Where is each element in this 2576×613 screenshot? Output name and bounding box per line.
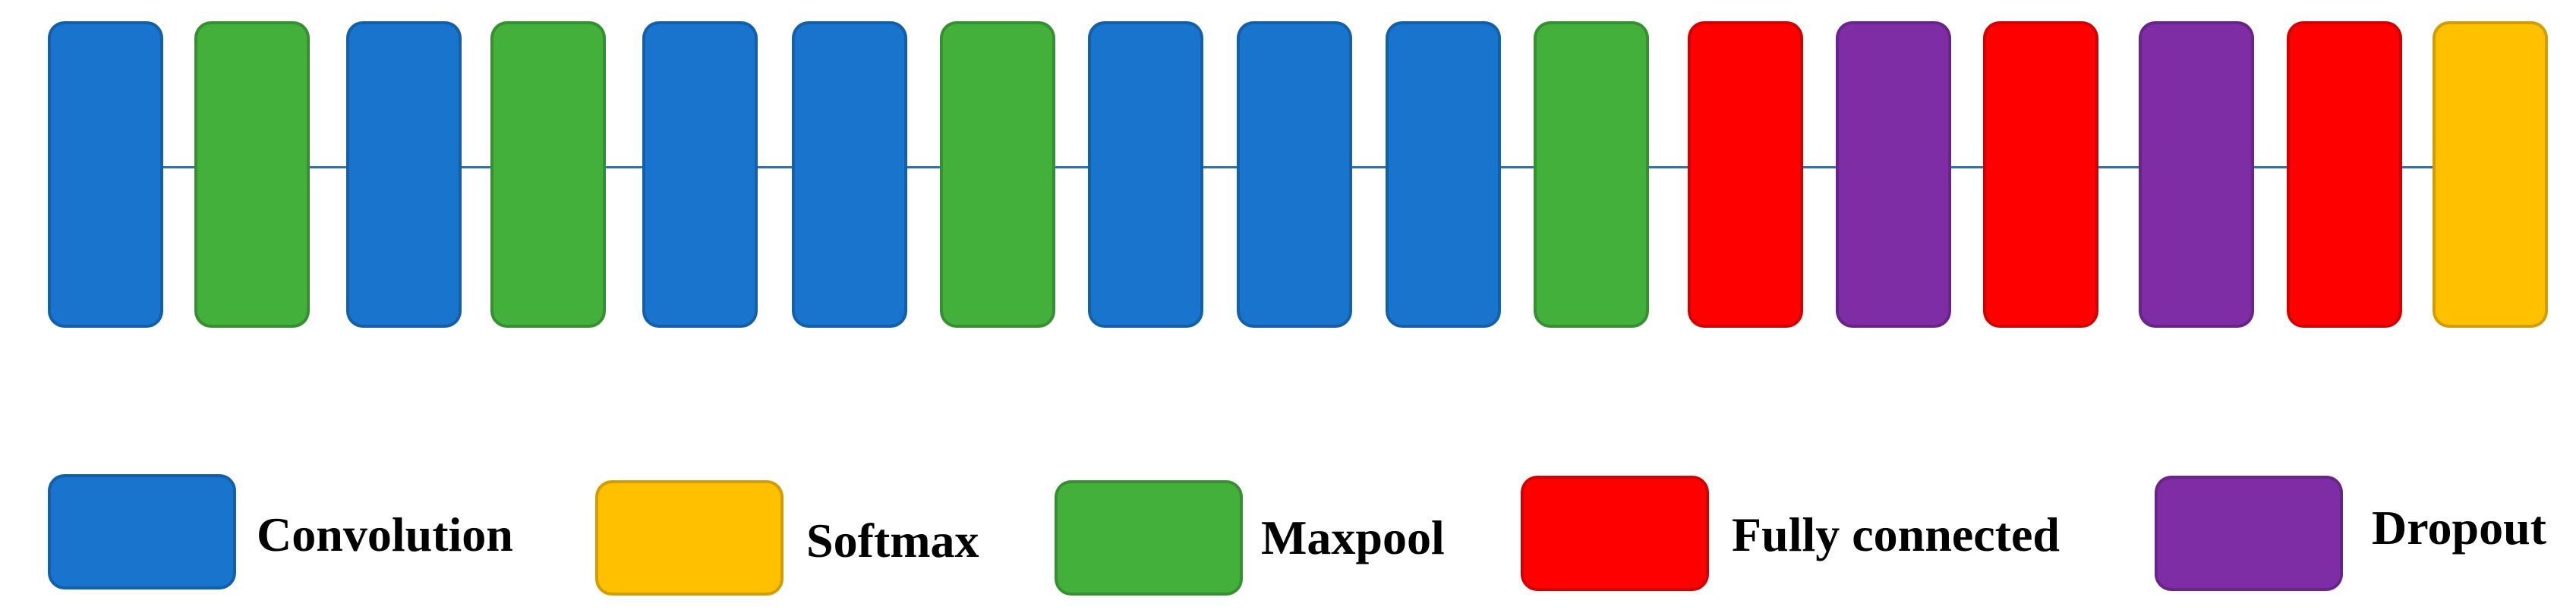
layer-block-maxpool xyxy=(490,21,606,328)
legend-swatch-maxpool xyxy=(1055,480,1243,596)
legend-label-softmax: Softmax xyxy=(806,514,979,567)
legend-swatch-dropout xyxy=(2155,476,2343,591)
layer-block-maxpool xyxy=(1534,21,1649,328)
legend-label-maxpool: Maxpool xyxy=(1261,511,1445,564)
legend-swatch-fully-connected xyxy=(1521,476,1709,591)
layer-block-convolution xyxy=(1088,21,1203,328)
layer-block-maxpool xyxy=(940,21,1055,328)
layer-block-dropout xyxy=(2139,21,2254,328)
layer-block-fully-connected xyxy=(1688,21,1803,328)
layer-block-softmax xyxy=(2433,21,2548,328)
layer-block-convolution xyxy=(48,21,163,328)
legend-label-convolution: Convolution xyxy=(257,508,513,561)
layer-block-convolution xyxy=(792,21,907,328)
layer-block-fully-connected xyxy=(1983,21,2098,328)
layer-block-convolution xyxy=(1386,21,1501,328)
layer-block-fully-connected xyxy=(2287,21,2402,328)
layer-block-convolution xyxy=(346,21,462,328)
layer-block-maxpool xyxy=(194,21,310,328)
legend-label-dropout: Dropout xyxy=(2372,501,2546,555)
legend-label-fully-connected: Fully connected xyxy=(1732,508,2060,561)
legend-swatch-convolution xyxy=(48,474,236,589)
layer-block-convolution xyxy=(1237,21,1352,328)
layer-block-convolution xyxy=(642,21,758,328)
layer-block-dropout xyxy=(1836,21,1951,328)
legend-swatch-softmax xyxy=(595,480,784,596)
